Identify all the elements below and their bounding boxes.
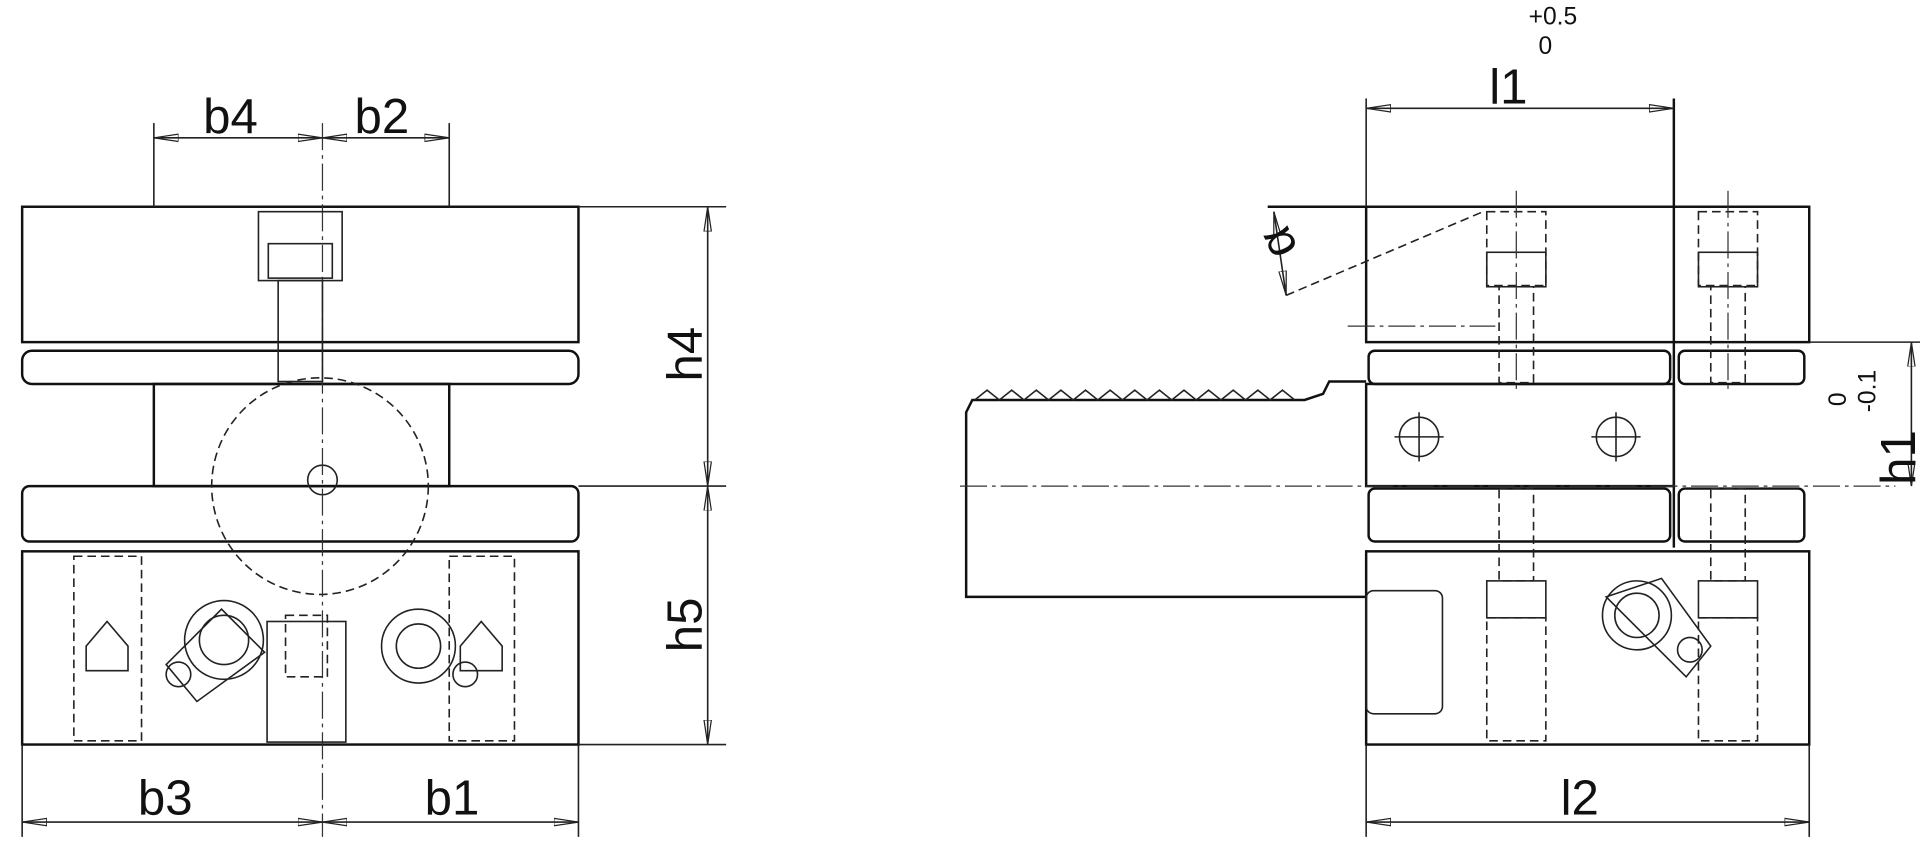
dimension-h5: h5 — [658, 598, 713, 653]
dimension-b1: b1 — [425, 771, 480, 826]
side-view: α l1 +0.5 0 h1 0 -0.1 l2 — [960, 4, 1920, 837]
l1-tolerance-upper: +0.5 — [1529, 4, 1578, 31]
h1-tolerance-upper: 0 — [1825, 392, 1852, 406]
dimension-l1: l1 — [1489, 59, 1527, 114]
dimension-l2: l2 — [1561, 771, 1599, 826]
dimension-h1: h1 — [1871, 430, 1920, 485]
angle-alpha: α — [1246, 219, 1308, 268]
dimension-b3: b3 — [138, 771, 193, 826]
l1-tolerance-lower: 0 — [1538, 33, 1552, 60]
h1-tolerance-lower: -0.1 — [1855, 370, 1882, 412]
front-view: b4 b2 b3 b1 h4 h5 — [20, 89, 727, 837]
dimension-b2: b2 — [354, 89, 409, 144]
dimension-b4: b4 — [203, 89, 258, 144]
dimension-h4: h4 — [658, 327, 713, 382]
